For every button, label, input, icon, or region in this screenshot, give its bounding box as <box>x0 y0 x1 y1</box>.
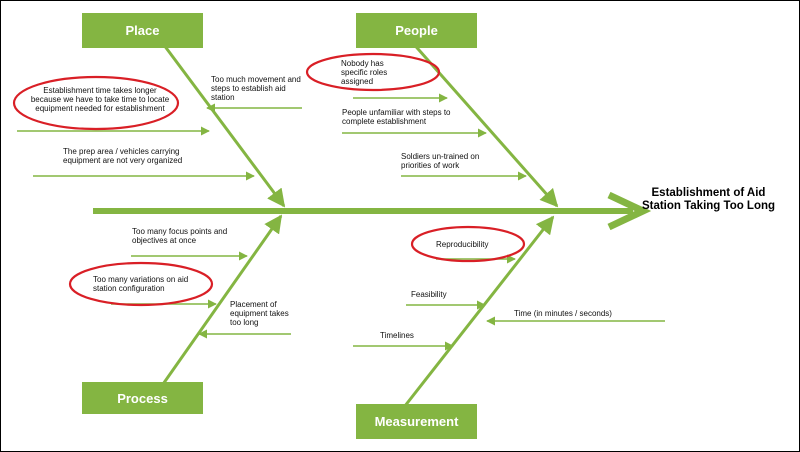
cause-label: Too many focus points and objectives at … <box>132 227 228 245</box>
cause-label: Too much movement and steps to establish… <box>211 75 301 102</box>
cause-label: The prep area / vehicles carrying equipm… <box>63 147 183 165</box>
effect-label: Establishment of Aid Station Taking Too … <box>641 187 776 212</box>
cause-label: Soldiers un-trained on priorities of wor… <box>401 152 480 170</box>
category-people: People <box>356 13 477 48</box>
spine-arrowhead <box>607 191 652 231</box>
category-place: Place <box>82 13 203 48</box>
bone-place <box>159 40 286 208</box>
bone-measurement <box>399 215 555 412</box>
cause-label: Too many variations on aid station confi… <box>93 275 189 293</box>
category-measurement: Measurement <box>356 404 477 439</box>
cause-label: People unfamiliar with steps to complete… <box>342 108 451 126</box>
cause-label: Timelines <box>380 331 414 340</box>
highlight-ellipse <box>68 261 214 307</box>
cause-label: Placement of equipment takes too long <box>230 300 289 327</box>
highlight-ellipse <box>410 225 526 263</box>
cause-label: Reproducibility <box>436 240 489 249</box>
highlight-ellipse <box>12 75 180 131</box>
cause-label: Time (in minutes / seconds) <box>514 309 612 318</box>
bone-people <box>409 40 559 208</box>
bone-process <box>159 214 283 388</box>
cause-label: Feasibility <box>411 290 447 299</box>
cause-label: Nobody has specific roles assigned <box>341 59 388 86</box>
highlight-ellipse <box>305 52 441 92</box>
category-process: Process <box>82 382 203 414</box>
cause-label: Establishment time takes longer because … <box>30 86 170 113</box>
